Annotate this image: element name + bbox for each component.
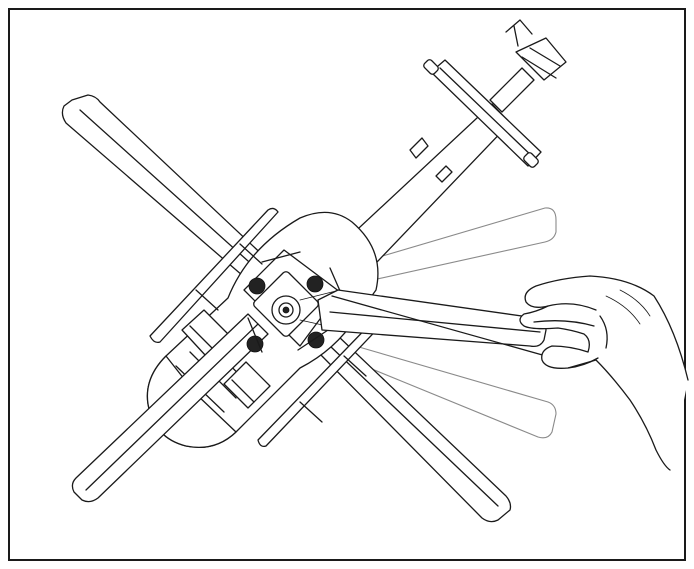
door-panel-right bbox=[223, 361, 271, 409]
blade-motion-ghosts bbox=[341, 207, 557, 439]
hand bbox=[519, 275, 689, 471]
stabilizer-tip-right bbox=[523, 152, 539, 168]
tail-fin-fairing bbox=[409, 137, 429, 159]
hand-outline bbox=[519, 275, 689, 471]
ghost-blade-lower bbox=[344, 344, 557, 439]
figure-border bbox=[8, 8, 686, 561]
rotor-hub-center bbox=[282, 306, 290, 314]
skid-left bbox=[149, 207, 279, 344]
hand-finger-lines bbox=[533, 303, 608, 369]
main-blade-lower-right bbox=[317, 335, 512, 523]
rotor-head bbox=[243, 249, 361, 353]
servo-2 bbox=[306, 275, 324, 293]
ghost-blade-upper bbox=[341, 207, 557, 286]
blade-held bbox=[317, 289, 547, 348]
tail-rotor-hub bbox=[515, 37, 567, 81]
tail-gearbox bbox=[489, 67, 535, 113]
tail-rotor-blade bbox=[505, 19, 533, 47]
main-blade-held bbox=[317, 289, 547, 357]
main-blade-lower-left bbox=[71, 313, 269, 503]
servo-1 bbox=[248, 277, 266, 295]
stabilizer-tip-left bbox=[423, 59, 439, 75]
